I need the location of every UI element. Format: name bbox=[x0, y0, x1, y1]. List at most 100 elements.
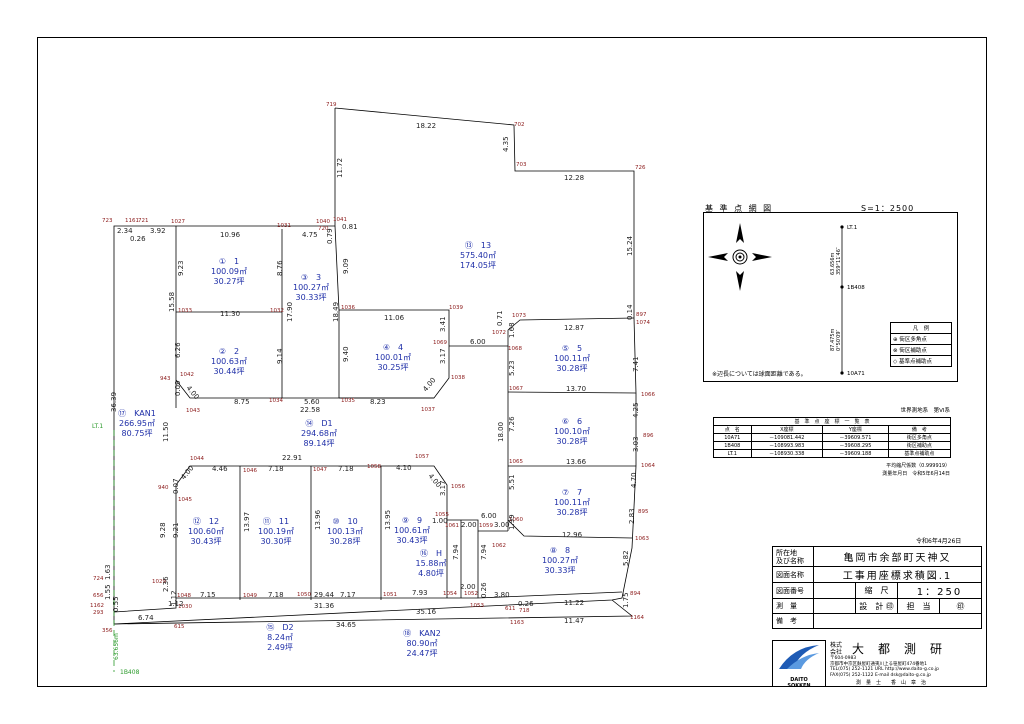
north-arrow-icon bbox=[708, 223, 772, 291]
datum-system: 世界測地系 第VI系 bbox=[900, 408, 950, 414]
dim: 8.76 bbox=[276, 260, 284, 276]
svg-text:80.75坪: 80.75坪 bbox=[122, 429, 153, 438]
dim: 4.70 bbox=[630, 472, 638, 488]
svg-text:266.95㎡: 266.95㎡ bbox=[119, 419, 155, 428]
svg-text:30.28坪: 30.28坪 bbox=[557, 364, 588, 373]
company-address: 京都市中京区麩屋町通夷川上る笹屋町474番地1 bbox=[830, 662, 927, 667]
svg-text:⑥ 6: ⑥ 6 bbox=[562, 417, 582, 426]
svg-text:294.68㎡: 294.68㎡ bbox=[301, 429, 337, 438]
ref-label: 1163 bbox=[510, 620, 524, 626]
ref-label: 724 bbox=[93, 576, 104, 582]
dim: 34.65 bbox=[336, 621, 356, 629]
cp-cell: －39609.571 bbox=[822, 433, 889, 442]
dim: 1.12 bbox=[170, 590, 178, 606]
svg-text:⑭ D1: ⑭ D1 bbox=[305, 419, 332, 428]
angle-label: 0°50′09″ bbox=[836, 329, 842, 351]
dim: 35.16 bbox=[416, 608, 437, 616]
cp-cell: 10A71 bbox=[713, 433, 752, 442]
svg-text:100.19㎡: 100.19㎡ bbox=[258, 527, 294, 536]
svg-text:① 1: ① 1 bbox=[219, 257, 239, 266]
dim: 4.00 bbox=[184, 384, 200, 401]
ref-label: 1032 bbox=[270, 308, 284, 314]
svg-text:⑩ 10: ⑩ 10 bbox=[332, 517, 357, 526]
dim: 2.00 bbox=[460, 583, 476, 591]
ref-label: 720 bbox=[318, 226, 329, 232]
ref-label: 1164 bbox=[630, 615, 644, 621]
dim: 17.90 bbox=[286, 302, 294, 322]
ref-label: 1074 bbox=[636, 320, 650, 326]
dim: 9.23 bbox=[177, 260, 185, 276]
ref-label: 1059 bbox=[479, 523, 493, 529]
dim: 11.22 bbox=[564, 599, 584, 607]
dim: 12.28 bbox=[564, 174, 584, 182]
svg-text:④ 4: ④ 4 bbox=[383, 343, 403, 352]
ref-label: 1041 bbox=[333, 217, 347, 223]
svg-text:2.49坪: 2.49坪 bbox=[267, 643, 293, 652]
cp-cell: 街区補助点 bbox=[887, 441, 952, 450]
ref-label: 356 bbox=[102, 628, 113, 634]
drawing-frame bbox=[37, 37, 987, 687]
cp-cell: －108993.983 bbox=[750, 441, 824, 450]
line bbox=[113, 598, 177, 613]
svg-text:⑮ D2: ⑮ D2 bbox=[266, 623, 293, 632]
drawing-number bbox=[813, 582, 856, 599]
ref-label: 1040 bbox=[316, 219, 330, 225]
distance-label: 63.656m bbox=[830, 253, 836, 275]
svg-text:8.24㎡: 8.24㎡ bbox=[267, 633, 293, 642]
dim: 2.00 bbox=[461, 521, 477, 529]
remarks bbox=[813, 613, 982, 629]
seal-icon: ㊞ bbox=[885, 601, 894, 611]
title-block: 所在地 及び名称 亀岡市余部町天神又 図面名称 工事用座標求積図.1 図面番号 … bbox=[772, 546, 982, 688]
ref-label: 940 bbox=[158, 485, 169, 491]
ref-label: 1064 bbox=[641, 463, 655, 469]
cp-header: 備 考 bbox=[887, 425, 952, 434]
cp-header: Y座標 bbox=[822, 425, 889, 434]
ref-label: 1056 bbox=[451, 484, 465, 490]
scale-factor: 平均縮尺係数（0.999919） bbox=[886, 463, 950, 469]
angle-label: 359°11′46″ bbox=[836, 247, 842, 275]
svg-text:30.28坪: 30.28坪 bbox=[330, 537, 361, 546]
survey-date: 測量年月日 令和5年6月14日 bbox=[882, 471, 950, 477]
dim: 8.23 bbox=[370, 398, 386, 406]
dim: 6.00 bbox=[481, 512, 497, 520]
svg-text:⑨ 9: ⑨ 9 bbox=[402, 516, 422, 525]
company-logo: DAITO SOKKEN bbox=[772, 640, 826, 689]
dim: 7.41 bbox=[632, 356, 640, 372]
survey-label: 測 量 bbox=[772, 598, 814, 614]
ref-label: 1063 bbox=[635, 536, 649, 542]
ref-label: 1055 bbox=[435, 512, 449, 518]
dim: 1.00 bbox=[432, 517, 448, 525]
dim: 4.46 bbox=[212, 465, 228, 473]
dim: 11.72 bbox=[336, 158, 344, 178]
svg-text:30.27坪: 30.27坪 bbox=[214, 277, 245, 286]
svg-text:⑰ KAN1: ⑰ KAN1 bbox=[118, 409, 156, 418]
company-postal: 〒604-0983 bbox=[830, 656, 857, 661]
svg-text:⑤ 5: ⑤ 5 bbox=[562, 344, 582, 353]
dim: 0.07 bbox=[172, 478, 180, 494]
dim: 4.10 bbox=[396, 464, 412, 472]
network-svg: LT.1 1B408 10A71 63.656m 359°11′46″ 87.4… bbox=[708, 223, 865, 378]
dim: 7.18 bbox=[268, 591, 284, 599]
svg-text:174.05坪: 174.05坪 bbox=[460, 261, 496, 270]
dim: 0.55 bbox=[112, 596, 120, 612]
svg-text:30.33坪: 30.33坪 bbox=[296, 293, 327, 302]
dim: 5.60 bbox=[304, 398, 320, 406]
svg-text:② 2: ② 2 bbox=[219, 347, 239, 356]
cp-cell: －109081.442 bbox=[750, 433, 824, 442]
svg-text:30.25坪: 30.25坪 bbox=[378, 363, 409, 372]
dim: 2.83 bbox=[628, 508, 636, 524]
dim: 1.99 bbox=[508, 514, 516, 530]
dim: 7.93 bbox=[412, 589, 428, 597]
ref-label: 1162 bbox=[90, 603, 104, 609]
dim: 7.94 bbox=[452, 544, 460, 560]
dim: 0.79 bbox=[326, 228, 334, 244]
ref-label: 1033 bbox=[178, 308, 192, 314]
dim: 18.00 bbox=[497, 422, 505, 442]
dim: 7.18 bbox=[338, 465, 354, 473]
svg-text:100.11㎡: 100.11㎡ bbox=[554, 498, 590, 507]
